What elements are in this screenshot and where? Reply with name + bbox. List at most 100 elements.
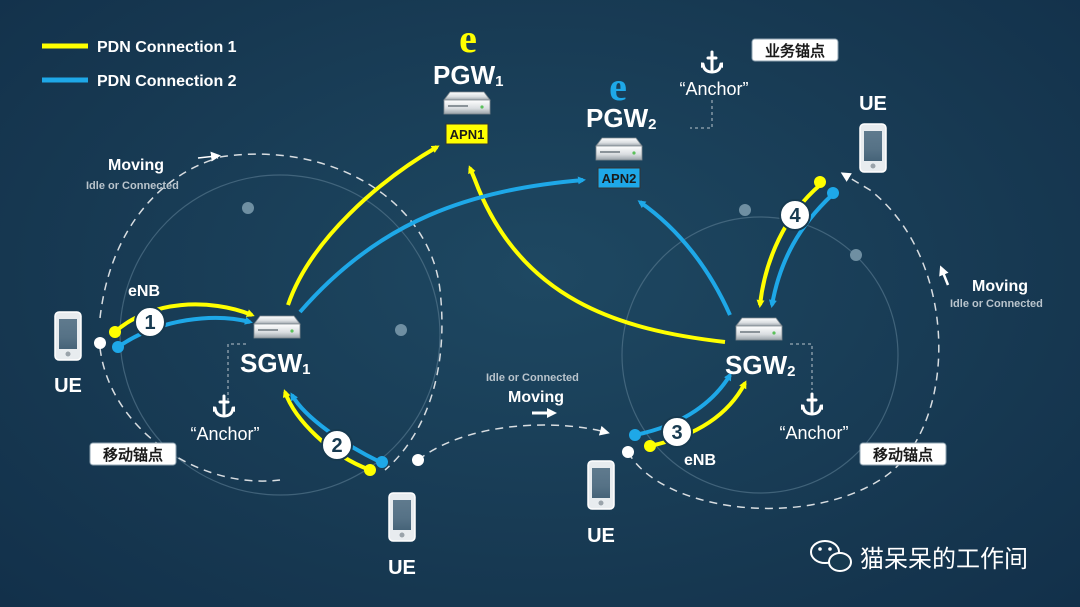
enb-label-1: eNB (128, 283, 160, 300)
endpoint-dot (644, 440, 656, 452)
endpoint-dot (629, 429, 641, 441)
endpoint-dot (376, 456, 388, 468)
phone-icon (388, 492, 416, 542)
arrow-icon (197, 151, 221, 162)
handover-path (417, 424, 610, 461)
ue-1-label: UE (54, 375, 82, 397)
moving-label-3: Moving (972, 278, 1028, 295)
ue-1: UE (54, 311, 82, 397)
left-move-path-right (219, 153, 443, 471)
sgw2-label: SGW2 (725, 350, 795, 380)
sgw1-label: SGW1 (240, 348, 310, 378)
idle-label-1: Idle or Connected (86, 180, 179, 192)
pdn2-ue4-sgw2 (768, 193, 834, 308)
watermark-text: 猫呆呆的工作间 (860, 545, 1028, 573)
svg-text:2: 2 (331, 435, 342, 457)
arrow-icon (939, 265, 950, 286)
service-anchor-text: “Anchor” (679, 79, 748, 99)
ue-4: UE (859, 93, 887, 173)
pdn2-ue1-sgw1 (116, 316, 253, 349)
service-anchor: “Anchor” 业务锚点 (679, 38, 839, 129)
pgw2-label: PGW2 (586, 103, 656, 133)
pgw1-logo-icon: e (459, 16, 477, 61)
svg-text:3: 3 (671, 422, 682, 444)
pdn1-ue4-sgw2 (756, 183, 822, 308)
moving-label-2: Moving (508, 389, 564, 406)
anchor-icon (799, 392, 825, 416)
endpoint-dot (109, 326, 121, 338)
moving-label-1: Moving (108, 157, 164, 174)
endpoint-dot (814, 176, 826, 188)
phone-icon (587, 460, 615, 510)
server-icon (253, 315, 301, 339)
pdn1-ue1-sgw1 (113, 302, 255, 334)
ue-2-label: UE (388, 557, 416, 579)
endpoint-dot (112, 341, 124, 353)
pdn2-sgw2-pgw2 (637, 200, 732, 316)
sgw2-mobile-anchor-tag: 移动锚点 (859, 442, 947, 466)
left-move-path-bottom (99, 347, 281, 482)
sgw1: SGW1 “Anchor” 移动锚点 (89, 315, 310, 466)
pgw1: e PGW1 APN1 (433, 16, 503, 145)
step-2: 2 (321, 429, 353, 461)
phone-icon (859, 123, 887, 173)
pgw2: e PGW2 APN2 (586, 64, 656, 189)
pgw2-apn: APN2 (602, 171, 637, 186)
endpoint-dot (364, 464, 376, 476)
svg-text:4: 4 (789, 205, 801, 227)
step-1: 1 (134, 306, 166, 338)
left-move-path-top (99, 157, 219, 319)
enb-label-2: eNB (684, 452, 716, 469)
right-coverage-inner (621, 216, 899, 494)
idle-label-2: Idle or Connected (486, 372, 579, 384)
watermark: 猫呆呆的工作间 (810, 540, 1028, 573)
endpoint-dot (827, 187, 839, 199)
pdn2-ue3-sgw2 (634, 372, 732, 437)
svg-text:1: 1 (144, 312, 155, 334)
ue-4-label: UE (859, 93, 887, 115)
anchor-icon (211, 394, 237, 418)
legend-label-2: PDN Connection 2 (97, 73, 237, 90)
svg-text:移动锚点: 移动锚点 (103, 446, 163, 464)
step-4: 4 (779, 199, 811, 231)
pgw2-apn-box (597, 167, 641, 189)
service-anchor-tag: 业务锚点 (751, 38, 839, 62)
dot (739, 204, 751, 216)
phone-icon (54, 311, 82, 361)
ue-2: UE (388, 492, 416, 579)
dot (242, 202, 254, 214)
pdn1-sgw1-pgw1 (286, 145, 440, 306)
endpoint-dot (622, 446, 634, 458)
sgw2: SGW2 “Anchor” 移动锚点 (725, 317, 947, 466)
dot (395, 324, 407, 336)
pdn1-sgw2-pgw1 (468, 165, 726, 344)
right-move-path (627, 172, 940, 510)
pgw1-apn-box (445, 123, 489, 145)
server-icon (443, 91, 491, 115)
endpoint-dot (94, 337, 106, 349)
server-icon (735, 317, 783, 341)
pdn2-ue2-sgw1 (290, 392, 381, 464)
wechat-icon (810, 540, 852, 572)
svg-text:业务锚点: 业务锚点 (765, 42, 825, 60)
idle-label-3: Idle or Connected (950, 298, 1043, 310)
server-icon (595, 137, 643, 161)
pdn1-ue2-sgw1 (282, 389, 371, 472)
svg-text:移动锚点: 移动锚点 (873, 446, 933, 464)
legend: PDN Connection 1 PDN Connection 2 (42, 39, 237, 90)
sgw2-anchor-text: “Anchor” (779, 423, 848, 443)
pgw1-apn: APN1 (450, 127, 485, 142)
pgw1-label: PGW1 (433, 60, 503, 90)
endpoint-dot (412, 454, 424, 466)
dot (850, 249, 862, 261)
sgw1-mobile-anchor-tag: 移动锚点 (89, 442, 177, 466)
sgw1-anchor-text: “Anchor” (190, 424, 259, 444)
legend-label-1: PDN Connection 1 (97, 39, 237, 56)
ue-3-label: UE (587, 525, 615, 547)
step-3: 3 (661, 416, 693, 448)
ue-3: UE (587, 460, 615, 547)
pdn2-sgw1-pgw2 (298, 176, 586, 314)
anchor-icon (699, 50, 725, 74)
